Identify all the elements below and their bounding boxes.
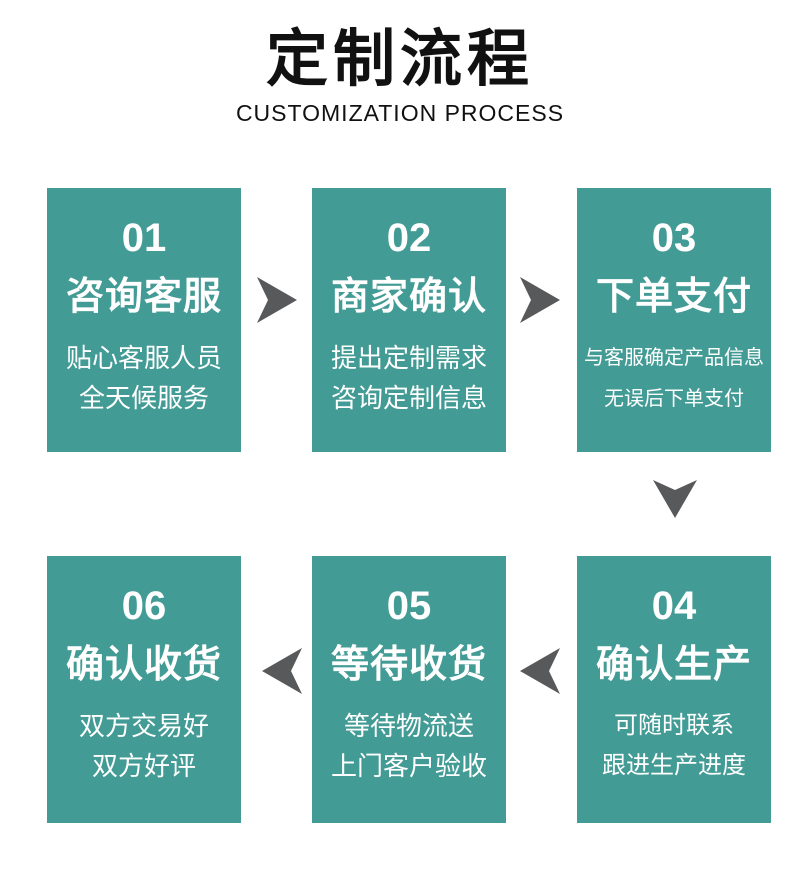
arrow-right-icon [520, 277, 560, 323]
page-title: 定制流程 [265, 25, 534, 94]
step-desc-line: 无误后下单支付 [604, 388, 744, 410]
step-card-04: 04 确认生产 可随时联系 跟进生产进度 [577, 556, 771, 823]
step-title: 下单支付 [595, 276, 752, 318]
step-number: 06 [121, 584, 167, 628]
step-desc-line: 双方交易好 [78, 711, 209, 741]
step-description: 与客服确定产品信息 无误后下单支付 [584, 338, 764, 420]
step-desc-line: 全天候服务 [78, 383, 209, 413]
step-desc-line: 上门客户验收 [330, 751, 487, 781]
arrow-right-icon [257, 277, 297, 323]
step-number: 01 [121, 216, 167, 260]
step-card-06: 06 确认收货 双方交易好 双方好评 [47, 556, 241, 823]
step-description: 贴心客服人员 全天候服务 [66, 338, 222, 418]
step-title: 等待收货 [330, 644, 487, 686]
step-desc-line: 咨询定制信息 [330, 383, 487, 413]
arrow-left-icon [520, 648, 560, 694]
step-card-05: 05 等待收货 等待物流送 上门客户验收 [312, 556, 506, 823]
step-number: 04 [651, 584, 697, 628]
step-card-01: 01 咨询客服 贴心客服人员 全天候服务 [47, 188, 241, 452]
step-desc-line: 可随时联系 [614, 712, 734, 739]
arrow-left-icon [262, 648, 302, 694]
step-number: 05 [386, 584, 432, 628]
page-header: 定制流程 CUSTOMIZATION PROCESS [0, 0, 800, 127]
step-title: 商家确认 [330, 276, 487, 318]
arrow-down-icon [653, 480, 697, 518]
step-description: 可随时联系 跟进生产进度 [602, 706, 746, 786]
step-desc-line: 提出定制需求 [330, 343, 487, 373]
step-card-03: 03 下单支付 与客服确定产品信息 无误后下单支付 [577, 188, 771, 452]
step-title: 咨询客服 [65, 276, 222, 318]
step-description: 双方交易好 双方好评 [79, 706, 209, 786]
step-desc-line: 与客服确定产品信息 [584, 347, 764, 369]
step-number: 02 [386, 216, 432, 260]
step-desc-line: 跟进生产进度 [602, 752, 746, 779]
step-number: 03 [651, 216, 697, 260]
step-card-02: 02 商家确认 提出定制需求 咨询定制信息 [312, 188, 506, 452]
step-desc-line: 等待物流送 [343, 711, 474, 741]
step-title: 确认收货 [65, 644, 222, 686]
step-description: 提出定制需求 咨询定制信息 [331, 338, 487, 418]
step-title: 确认生产 [595, 644, 752, 686]
page-subtitle: CUSTOMIZATION PROCESS [235, 100, 565, 127]
step-description: 等待物流送 上门客户验收 [331, 706, 487, 786]
step-desc-line: 贴心客服人员 [65, 343, 222, 373]
step-desc-line: 双方好评 [91, 751, 196, 781]
